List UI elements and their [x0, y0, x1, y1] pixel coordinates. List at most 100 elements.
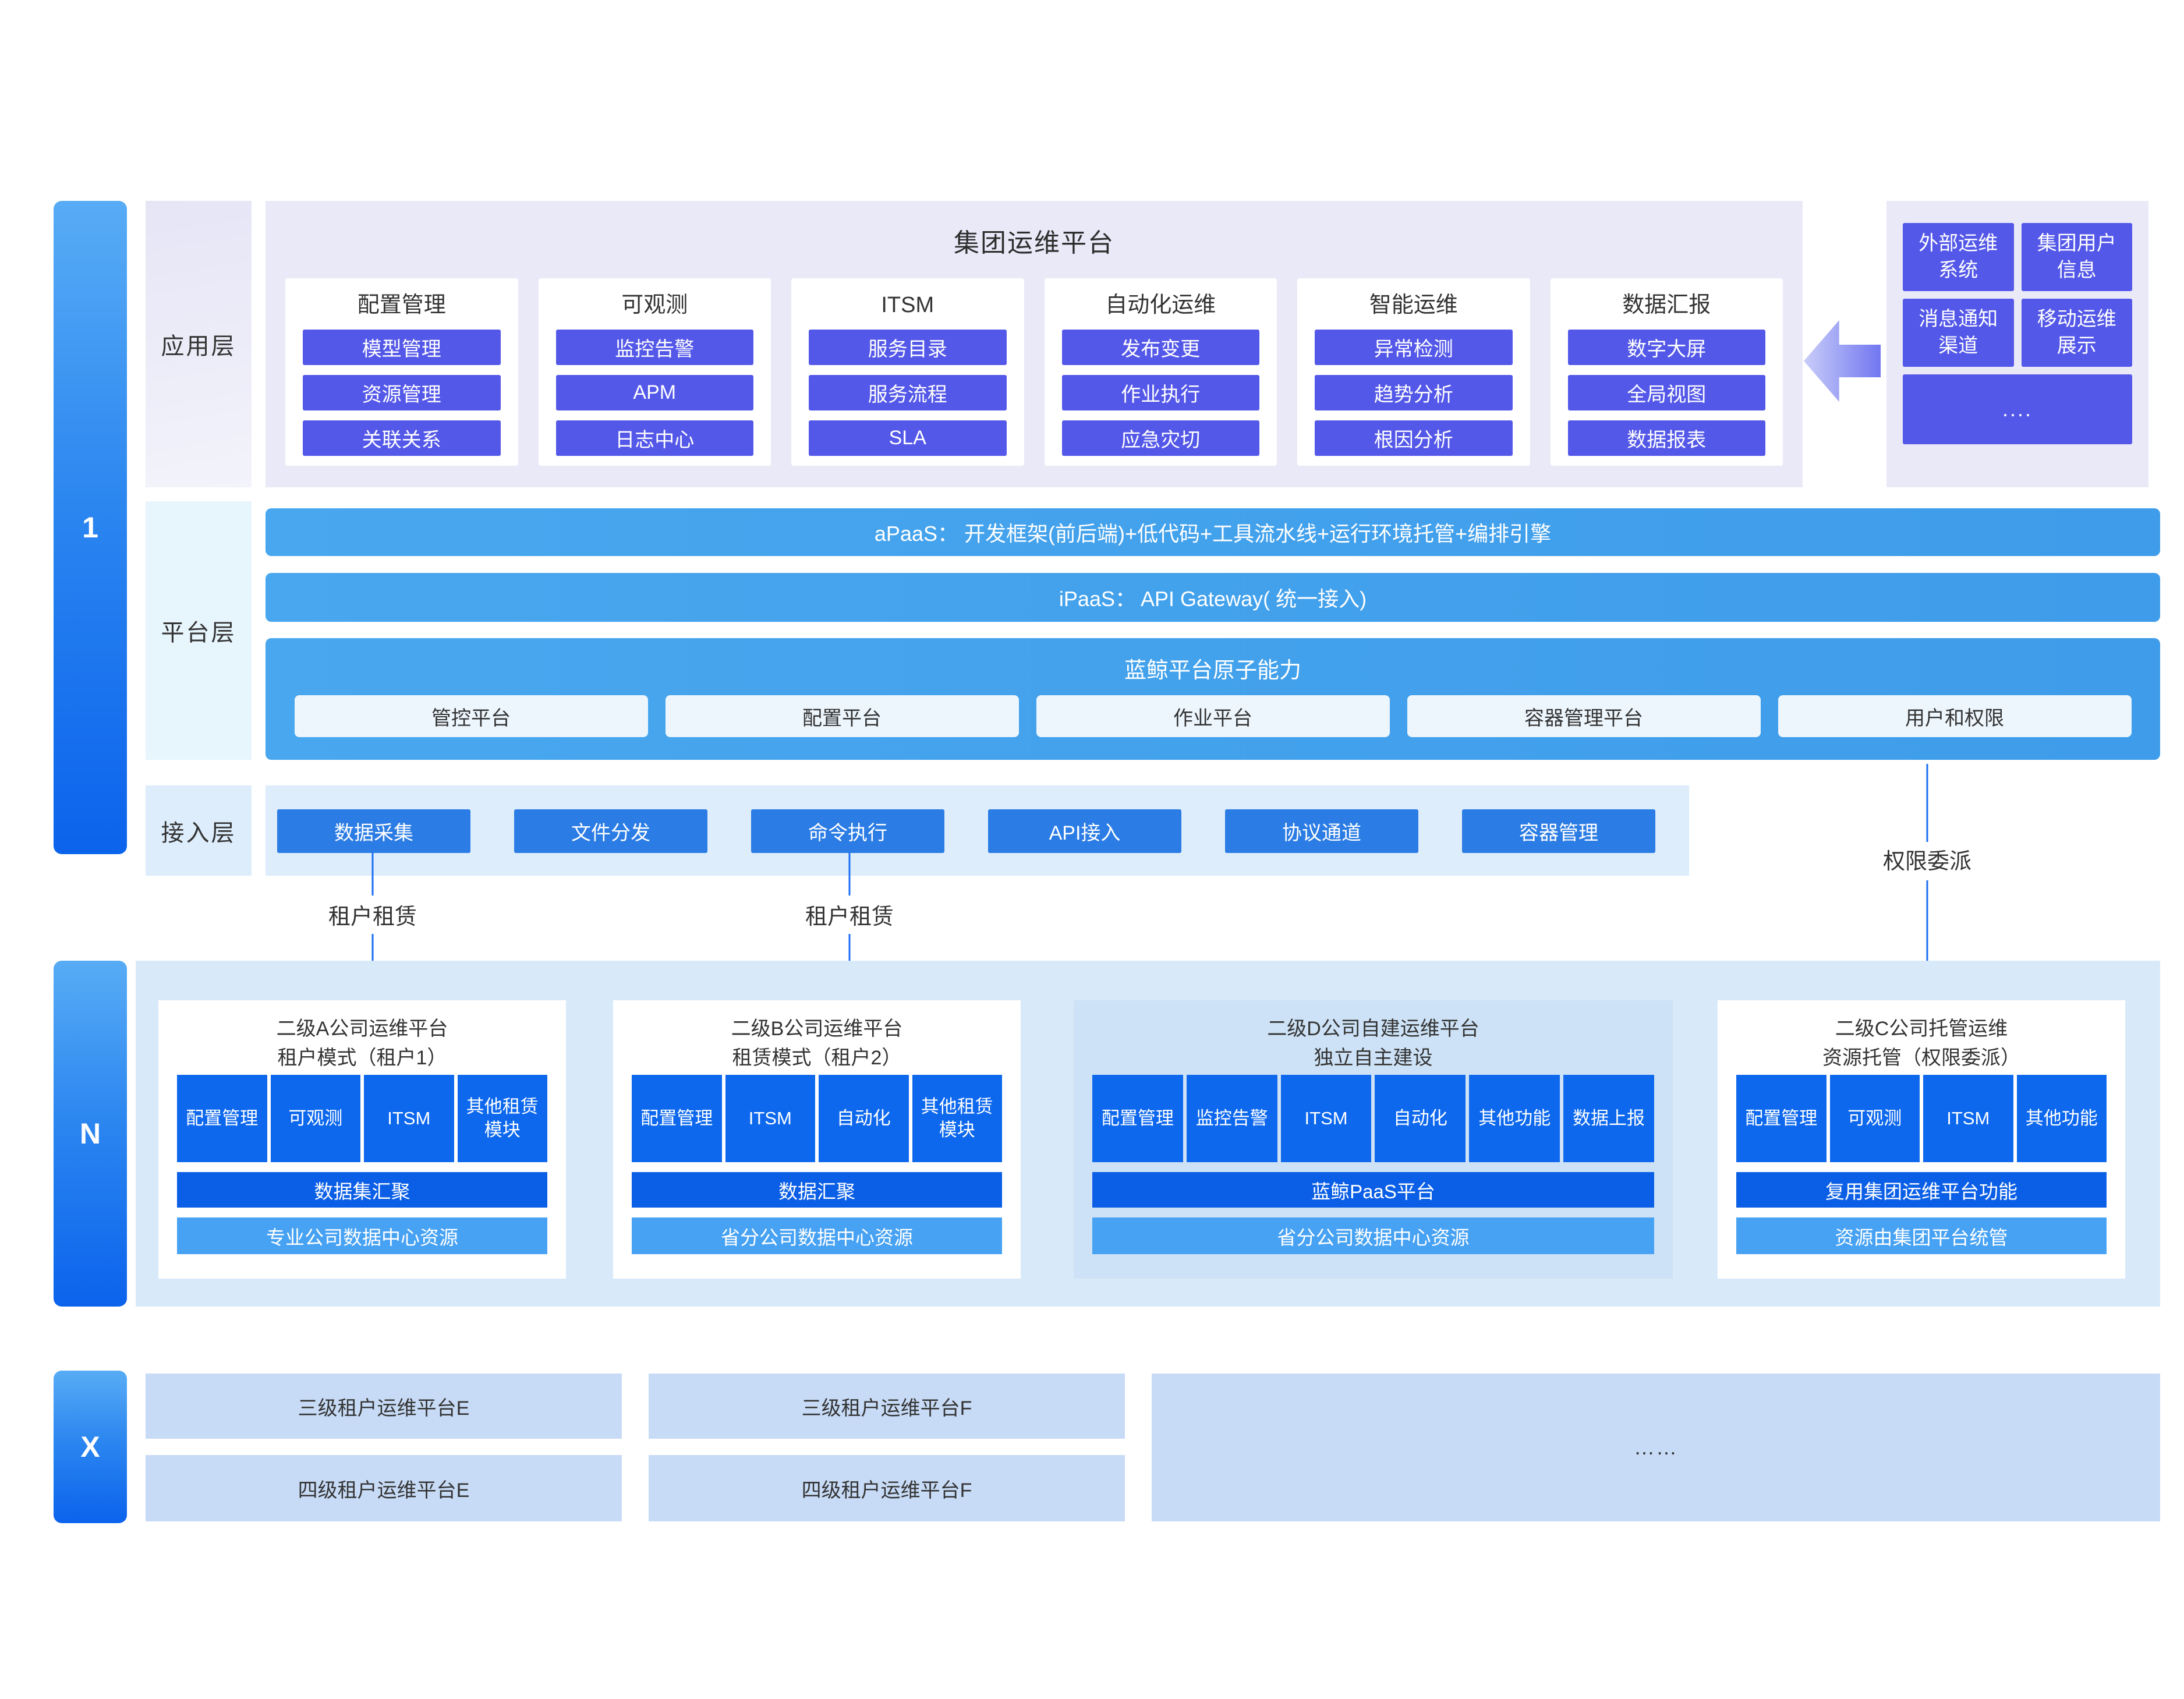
access-block: 数据采集	[277, 809, 470, 853]
feature-block: 应急灾切	[1061, 420, 1259, 456]
feature-block: APM	[555, 375, 753, 410]
company-c-box: 二级C公司托管运维 资源托管（权限委派） 配置管理 可观测 ITSM 其他功能 …	[1718, 1000, 2125, 1279]
column-header: 数据汇报	[1622, 293, 1711, 317]
company-title-line2: 独立自主建设	[1314, 1047, 1433, 1069]
feature-block: 趋势分析	[1315, 375, 1513, 410]
lease-label-left: 租户租赁	[323, 900, 422, 935]
company-b-box: 二级B公司运维平台 租赁模式（租户2） 配置管理 ITSM 自动化 其他租赁模块…	[613, 1000, 1021, 1279]
column-itsm: ITSM 服务目录 服务流程 SLA	[791, 278, 1024, 466]
company-title: 二级B公司运维平台 租赁模式（租户2）	[632, 1014, 1002, 1073]
external-box: 消息通知渠道	[1903, 299, 2014, 367]
feature-block: 发布变更	[1061, 330, 1259, 365]
external-box: 集团用户信息	[2021, 223, 2132, 291]
feature-block: 异常检测	[1315, 330, 1513, 365]
feature-block: 作业执行	[1061, 375, 1259, 410]
tier-x-bar: X	[54, 1371, 127, 1523]
module-block: 其他租赁模块	[912, 1075, 1002, 1162]
company-resource-bar: 省分公司数据中心资源	[632, 1217, 1002, 1254]
company-middle-bar: 数据集汇聚	[177, 1172, 547, 1208]
column-config-mgmt: 配置管理 模型管理 资源管理 关联关系	[285, 278, 518, 466]
app-layer-label: 应用层	[146, 201, 252, 487]
lease-arrow-line	[371, 934, 374, 979]
delegate-arrow-line	[1926, 880, 1928, 978]
module-block: 监控告警	[1186, 1075, 1277, 1162]
company-title: 二级C公司托管运维 资源托管（权限委派）	[1736, 1014, 2107, 1073]
feature-block: 数据报表	[1567, 420, 1765, 456]
lease-arrow-line	[848, 934, 851, 979]
column-header: 可观测	[621, 293, 688, 317]
blueking-atomic-title: 蓝鲸平台原子能力	[1124, 659, 1301, 683]
company-title-line1: 二级B公司运维平台	[731, 1018, 903, 1040]
feature-block: 模型管理	[303, 330, 501, 365]
atomic-box: 配置平台	[665, 695, 1019, 737]
delegate-arrow-line	[1926, 764, 1928, 842]
module-block: 可观测	[270, 1075, 360, 1162]
tier-x-more-box: ……	[1152, 1374, 2160, 1521]
column-aiops: 智能运维 异常检测 趋势分析 根因分析	[1297, 278, 1530, 466]
module-block: 配置管理	[632, 1075, 722, 1162]
access-layer-panel: 数据采集 文件分发 命令执行 API接入 协议通道 容器管理	[266, 785, 1689, 876]
feature-block: 根因分析	[1315, 420, 1513, 456]
feature-block: 全局视图	[1567, 375, 1765, 410]
company-modules: 配置管理 监控告警 ITSM 自动化 其他功能 数据上报	[1092, 1075, 1654, 1162]
tier3-tenant-f-box: 三级租户运维平台F	[649, 1374, 1125, 1439]
tier-n-panel: 二级A公司运维平台 租户模式（租户1） 配置管理 可观测 ITSM 其他租赁模块…	[136, 961, 2160, 1307]
apaas-bar: aPaaS： 开发框架(前后端)+低代码+工具流水线+运行环境托管+编排引擎	[266, 508, 2160, 556]
column-data-report: 数据汇报 数字大屏 全局视图 数据报表	[1550, 278, 1783, 466]
access-buttons-row: 数据采集 文件分发 命令执行 API接入 协议通道 容器管理	[277, 809, 1655, 853]
access-block: 容器管理	[1462, 809, 1655, 853]
atomic-box: 作业平台	[1036, 695, 1390, 737]
tier4-tenant-f-box: 四级租户运维平台F	[649, 1455, 1125, 1521]
module-block: ITSM	[1923, 1075, 2013, 1162]
atomic-box: 用户和权限	[1778, 695, 2132, 737]
column-header: 智能运维	[1369, 293, 1458, 317]
module-block: 配置管理	[1092, 1075, 1183, 1162]
blueking-atomic-bar: 蓝鲸平台原子能力 管控平台 配置平台 作业平台 容器管理平台 用户和权限	[266, 638, 2160, 760]
feature-block: 资源管理	[303, 375, 501, 410]
access-layer-label: 接入层	[146, 785, 252, 876]
access-block: API接入	[988, 809, 1181, 853]
module-block: 可观测	[1829, 1075, 1920, 1162]
external-to-platform-arrow-icon	[1804, 320, 1881, 402]
company-d-box: 二级D公司自建运维平台 独立自主建设 配置管理 监控告警 ITSM 自动化 其他…	[1074, 1000, 1673, 1279]
company-middle-bar: 复用集团运维平台功能	[1736, 1172, 2107, 1208]
external-more-box: ....	[1903, 374, 2132, 444]
tier-1-label: 1	[82, 511, 98, 544]
external-box: 移动运维展示	[2021, 299, 2132, 367]
company-resource-bar: 资源由集团平台统管	[1736, 1217, 2107, 1254]
feature-block: 关联关系	[303, 420, 501, 456]
company-middle-bar: 数据汇聚	[632, 1172, 1002, 1208]
feature-block: 服务流程	[809, 375, 1007, 410]
module-block: 配置管理	[177, 1075, 267, 1162]
company-resource-bar: 省分公司数据中心资源	[1092, 1217, 1654, 1254]
company-middle-bar: 蓝鲸PaaS平台	[1092, 1172, 1654, 1208]
module-block: 配置管理	[1736, 1075, 1827, 1162]
column-automation: 自动化运维 发布变更 作业执行 应急灾切	[1044, 278, 1277, 466]
company-title-line2: 资源托管（权限委派）	[1822, 1047, 2020, 1069]
column-header: 自动化运维	[1105, 293, 1216, 317]
tier-x-label: X	[80, 1431, 100, 1463]
company-title: 二级D公司自建运维平台 独立自主建设	[1092, 1014, 1654, 1073]
lease-arrow-line	[848, 853, 851, 895]
module-block: ITSM	[364, 1075, 454, 1162]
tier3-tenant-e-box: 三级租户运维平台E	[146, 1374, 622, 1439]
column-header: 配置管理	[357, 293, 446, 317]
company-title-line1: 二级D公司自建运维平台	[1267, 1018, 1479, 1040]
module-block: ITSM	[1280, 1075, 1372, 1162]
module-block: 自动化	[819, 1075, 909, 1162]
company-title-line1: 二级C公司托管运维	[1835, 1018, 2008, 1040]
company-resource-bar: 专业公司数据中心资源	[177, 1217, 547, 1254]
module-block: 数据上报	[1563, 1075, 1654, 1162]
module-block: 其他功能	[2016, 1075, 2107, 1162]
access-block: 协议通道	[1225, 809, 1418, 853]
platform-layer-label: 平台层	[146, 501, 252, 760]
external-box: 外部运维系统	[1903, 223, 2014, 291]
company-modules: 配置管理 可观测 ITSM 其他功能	[1736, 1075, 2107, 1162]
column-observability: 可观测 监控告警 APM 日志中心	[538, 278, 771, 466]
external-systems-panel: 外部运维系统 集团用户信息 消息通知渠道 移动运维展示 ....	[1886, 201, 2148, 487]
company-title-line1: 二级A公司运维平台	[276, 1018, 448, 1040]
function-columns: 配置管理 模型管理 资源管理 关联关系 可观测 监控告警 APM 日志中心 IT…	[285, 278, 1783, 466]
tier-n-label: N	[79, 1117, 101, 1150]
lease-arrow-line	[371, 853, 374, 895]
